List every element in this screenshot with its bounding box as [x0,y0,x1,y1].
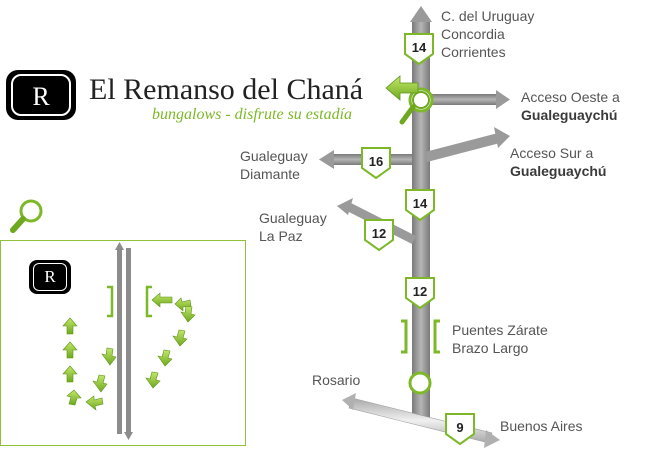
label-gualeguay-diamante-line1: Gualeguay [240,148,308,164]
svg-text:12: 12 [372,226,386,241]
route-shield-16: 16 [361,147,391,180]
route-shield-14-central: 14 [405,189,435,222]
label-gualeguay-diamante-line2: Diamante [240,166,300,182]
label-acceso-oeste-line2: Gualeguaychú [521,107,618,123]
svg-text:14: 14 [412,40,427,55]
label-acceso-sur-line1: Acceso Sur a [510,145,594,161]
label-north-line3: Corrientes [441,44,506,60]
label-puentes: Puentes Zárate Brazo Largo [452,321,548,357]
inset-map-frame [0,240,246,446]
label-acceso-sur-line2: Gualeguaychú [510,163,607,179]
inset-road [115,242,133,440]
road-acceso-oeste [430,90,510,109]
label-gualeguay-diamante: Gualeguay Diamante [240,147,308,183]
svg-text:9: 9 [456,420,463,435]
route-shield-9: 9 [445,413,475,446]
route-shield-14-north: 14 [404,33,434,66]
route-shield-12-south: 12 [405,277,435,310]
label-acceso-oeste-line1: Acceso Oeste a [521,89,620,105]
label-buenos-aires: Buenos Aires [500,418,583,434]
inset-logo: R [29,260,71,294]
brand-tagline: bungalows - disfrute su estadía [152,106,353,123]
label-rosario: Rosario [312,372,361,388]
label-acceso-oeste: Acceso Oeste a Gualeguaychú [521,88,620,124]
road-acceso-sur [425,127,510,162]
logo-letter: R [32,82,50,111]
label-puentes-line1: Puentes Zárate [452,322,548,338]
inset-bridge-brackets [107,285,152,318]
inset-route-arrows [62,292,196,411]
arrow-left-icon [385,75,419,101]
bridge-brackets [401,319,440,354]
label-gualeguay-lapaz: Gualeguay La Paz [259,209,327,245]
magnifier-icon[interactable] [399,91,430,125]
junction-marker-south [408,371,432,395]
zoom-magnifier-icon[interactable] [10,199,43,233]
label-gualeguay-lapaz-line1: Gualeguay [259,210,327,226]
inset-logo-frame: R [33,263,67,291]
label-north: C. del Uruguay Concordia Corrientes [441,7,534,61]
label-north-line1: C. del Uruguay [441,8,535,24]
label-north-line2: Concordia [441,26,505,42]
brand-logo: R [6,70,76,120]
route-shield-12-diagonal: 12 [364,219,394,252]
logo-frame: R [11,74,71,116]
svg-text:14: 14 [413,196,428,211]
brand-name: El Remanso del Chaná [89,73,364,106]
label-acceso-sur: Acceso Sur a Gualeguaychú [510,144,606,180]
label-puentes-line2: Brazo Largo [452,340,529,356]
svg-text:12: 12 [413,284,427,299]
svg-text:16: 16 [369,154,383,169]
label-gualeguay-lapaz-line2: La Paz [259,228,303,244]
inset-logo-letter: R [44,267,56,286]
